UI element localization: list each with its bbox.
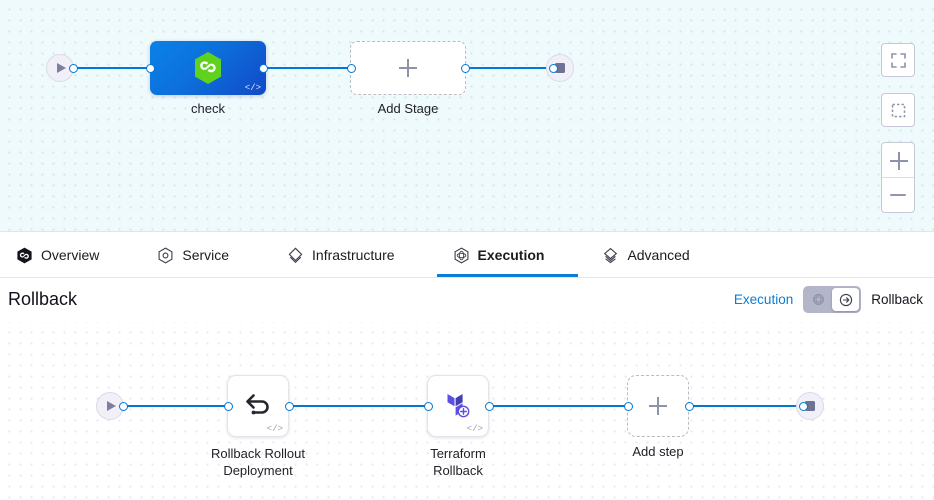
play-icon bbox=[107, 401, 116, 411]
edge-check-to-addstage bbox=[262, 67, 354, 69]
port-rb-end-in[interactable] bbox=[799, 401, 808, 411]
toggle-label-execution[interactable]: Execution bbox=[733, 292, 794, 307]
tab-overview-label: Overview bbox=[41, 247, 100, 263]
fullscreen-icon bbox=[890, 52, 906, 68]
terraform-icon bbox=[447, 394, 470, 418]
service-hexagon-icon bbox=[158, 246, 173, 264]
fit-to-screen-button[interactable] bbox=[881, 43, 915, 77]
edge-start-to-step1 bbox=[122, 405, 230, 407]
step-node-rollback-rollout-deployment[interactable]: </> bbox=[227, 375, 289, 437]
add-step-label: Add step bbox=[632, 444, 684, 459]
play-icon bbox=[57, 63, 66, 73]
selection-box-button[interactable] bbox=[881, 93, 915, 127]
stage-config-tabs[interactable]: Overview Service Infrastructure Executio… bbox=[0, 233, 934, 278]
toggle-label-rollback[interactable]: Rollback bbox=[871, 292, 923, 307]
stop-icon bbox=[555, 63, 565, 73]
zoom-in-button[interactable] bbox=[882, 143, 914, 177]
tab-infrastructure-label: Infrastructure bbox=[312, 247, 395, 263]
tab-infrastructure[interactable]: Infrastructure bbox=[287, 233, 412, 277]
code-marker-icon: </> bbox=[466, 424, 483, 434]
edge-step2-to-addstep bbox=[486, 405, 632, 407]
stop-icon bbox=[805, 401, 815, 411]
add-stage-button[interactable] bbox=[350, 41, 466, 95]
stage-node-check[interactable]: </> bbox=[150, 41, 266, 95]
port-step2-in[interactable] bbox=[424, 401, 433, 411]
tab-overview[interactable]: Overview bbox=[16, 233, 117, 277]
plus-icon bbox=[649, 397, 667, 415]
page-title: Rollback bbox=[8, 289, 78, 309]
edge-step1-to-step2 bbox=[288, 405, 434, 407]
rollback-arrow-icon bbox=[246, 394, 269, 415]
port-step1-out[interactable] bbox=[285, 401, 294, 411]
step-node-terraform-rollback-label: Terraform Rollback bbox=[430, 446, 486, 478]
toggle-option-rollback[interactable] bbox=[832, 288, 860, 311]
tab-service[interactable]: Service bbox=[157, 233, 247, 277]
harness-hexagon-icon bbox=[17, 247, 32, 263]
port-start-out[interactable] bbox=[69, 63, 78, 73]
execution-hexagon-icon bbox=[454, 246, 468, 264]
port-step2-out[interactable] bbox=[485, 401, 494, 411]
toggle-option-execution[interactable] bbox=[805, 288, 832, 311]
port-addstage-out[interactable] bbox=[461, 63, 470, 73]
execution-icon bbox=[813, 294, 825, 305]
stage-node-check-label: check bbox=[191, 101, 225, 116]
edge-start-to-check bbox=[72, 67, 156, 69]
step-node-rollback-rollout-deployment-label: Rollback Rollout Deployment bbox=[211, 446, 305, 478]
minus-icon bbox=[890, 194, 906, 196]
port-step1-in[interactable] bbox=[224, 401, 233, 411]
code-marker-icon: </> bbox=[266, 424, 283, 434]
code-marker-icon: </> bbox=[244, 83, 261, 93]
tab-advanced-label: Advanced bbox=[627, 247, 690, 263]
port-check-out[interactable] bbox=[259, 63, 268, 73]
toggle-switch[interactable] bbox=[803, 286, 862, 313]
plus-icon bbox=[399, 59, 417, 77]
tab-service-label: Service bbox=[182, 247, 230, 263]
tab-execution-label: Execution bbox=[477, 247, 545, 263]
stage-graph-canvas[interactable]: </> check Add Stage bbox=[0, 0, 934, 232]
port-check-in[interactable] bbox=[146, 63, 155, 73]
infrastructure-layers-icon bbox=[288, 247, 303, 263]
plus-icon bbox=[890, 152, 908, 170]
port-addstage-in[interactable] bbox=[347, 63, 356, 73]
dashed-square-icon bbox=[891, 103, 905, 117]
zoom-controls[interactable] bbox=[881, 142, 915, 213]
step-node-terraform-rollback[interactable]: </> bbox=[427, 375, 489, 437]
harness-hexagon-icon bbox=[195, 52, 221, 84]
tab-execution[interactable]: Execution bbox=[436, 233, 579, 277]
port-end-in[interactable] bbox=[549, 63, 558, 73]
tab-advanced[interactable]: Advanced bbox=[602, 233, 707, 277]
add-stage-label: Add Stage bbox=[377, 101, 439, 116]
add-step-button[interactable] bbox=[627, 375, 689, 437]
port-addstep-in[interactable] bbox=[624, 401, 633, 411]
advanced-layers-icon bbox=[604, 247, 618, 263]
execution-rollback-toggle[interactable]: Execution Rollback bbox=[734, 286, 923, 313]
port-addstep-out[interactable] bbox=[685, 401, 694, 411]
zoom-out-button[interactable] bbox=[882, 177, 914, 212]
rollback-graph-canvas[interactable]: </> Rollback Rollout Deployment </> Terr… bbox=[0, 322, 934, 500]
port-rb-start-out[interactable] bbox=[119, 401, 128, 411]
edge-addstep-to-end bbox=[686, 405, 802, 407]
rollback-header: Rollback Execution bbox=[0, 278, 934, 322]
edge-addstage-to-end bbox=[460, 67, 552, 69]
rollback-arrow-icon bbox=[839, 293, 852, 306]
